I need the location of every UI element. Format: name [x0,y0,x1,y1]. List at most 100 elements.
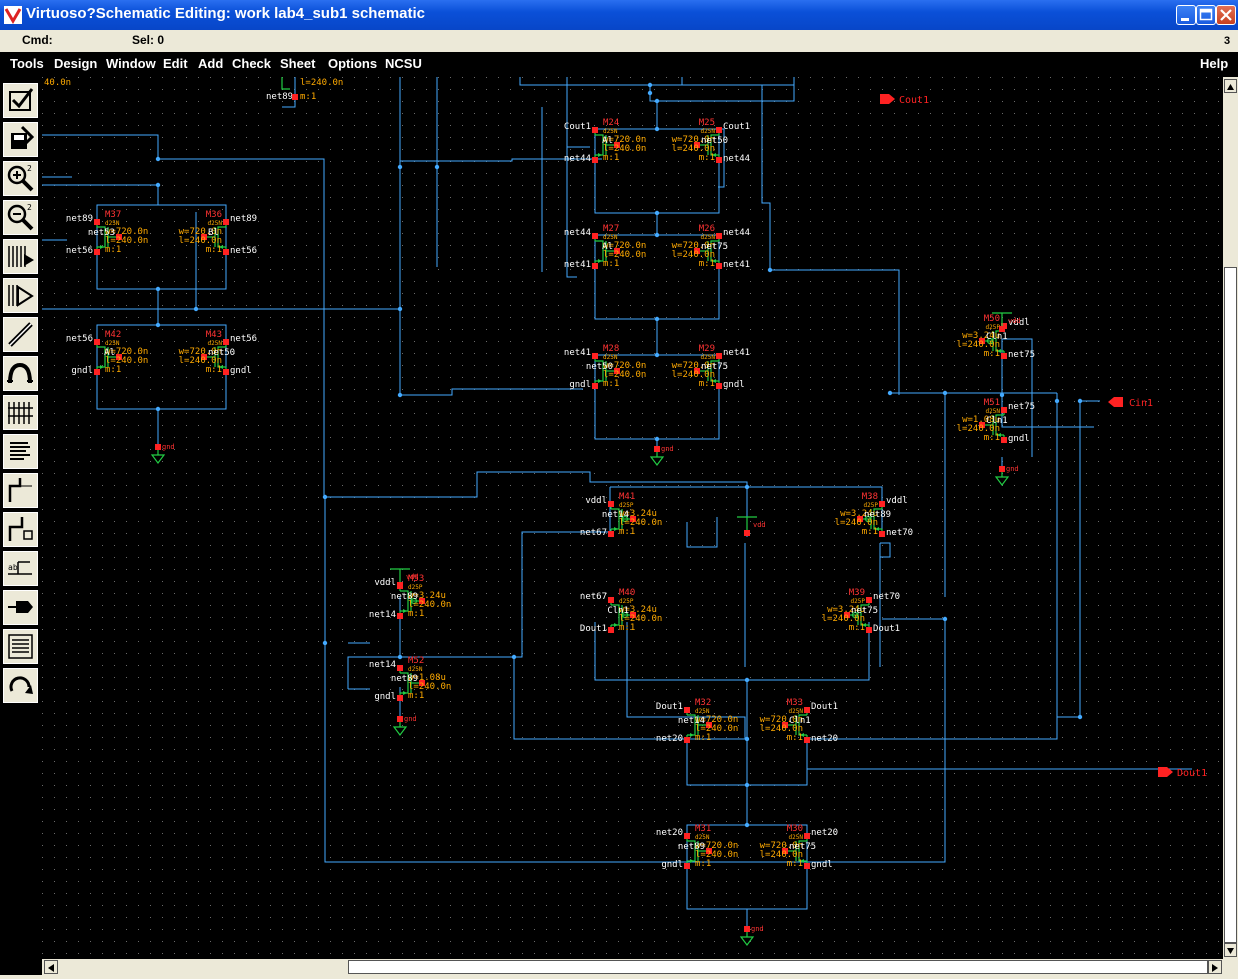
pin-marker [879,531,885,537]
scroll-up-button[interactable] [1224,79,1237,93]
transistor-m26[interactable]: M26d25Nw=720.0nl=240.0nm:1net44net75net4… [672,224,750,270]
minimize-button[interactable] [1176,5,1196,25]
transistor-m25[interactable]: M25d25Nw=720.0nl=240.0nm:1Cout1net50net4… [672,118,750,164]
net-label: net75 [1008,350,1035,360]
wire-junction [1054,398,1060,404]
io-pin-cout1[interactable]: Cout1 [880,94,929,106]
scroll-left-button[interactable] [44,960,58,974]
device-name: M41 [619,492,635,502]
scroll-down-button[interactable] [1224,943,1237,957]
redo-button[interactable] [3,668,38,703]
device-multiplier: m:1 [619,623,635,633]
pin-marker [292,94,298,100]
save-icon [11,125,35,149]
close-button[interactable] [1216,5,1236,25]
menu-help[interactable]: Help [1200,56,1229,71]
menu-ncsu[interactable]: NCSU [385,56,422,71]
menu-add[interactable]: Add [198,56,224,71]
menu-design[interactable]: Design [54,56,98,71]
device-multiplier: m:1 [984,433,1000,443]
net-label: net89 [678,842,705,852]
wire-route-button[interactable] [3,473,38,508]
net-label: net50 [701,136,728,146]
zoom-out-button[interactable]: 2 [3,200,38,235]
instance-button[interactable] [3,395,38,430]
net-label: net20 [811,828,838,838]
wire-wide-button[interactable] [3,356,38,391]
net-label: net41 [723,348,750,358]
menu-sheet[interactable]: Sheet [280,56,316,71]
wire-junction [887,390,893,396]
menu-edit[interactable]: Edit [163,56,188,71]
scroll-right-button[interactable] [1208,960,1222,974]
copy-button[interactable] [3,278,38,313]
menu-window[interactable]: Window [106,56,156,71]
stretch-button[interactable] [3,239,38,274]
property-button[interactable] [3,590,38,625]
device-length: l=240.0n [105,356,148,366]
device-model: d25N [789,708,804,715]
device-width: w=3.24u [619,509,657,519]
device-model: d25N [208,340,223,347]
supply-label: vdd [753,521,766,529]
vertical-scroll-thumb[interactable] [1224,267,1237,943]
device-width: w=720.0n [179,227,222,237]
net-name-button[interactable]: ab [3,551,38,586]
gnd-symbol: gnd [649,445,674,466]
menu-options[interactable]: Options [328,56,378,71]
pin-marker [804,707,810,713]
net-label: net75 [851,606,878,616]
gnd-symbol: gnd [150,443,175,464]
device-name: M40 [619,588,635,598]
net-label: net67 [580,592,607,602]
horizontal-scroll-thumb[interactable] [348,960,1208,974]
pin-marker [684,737,690,743]
vertical-scrollbar[interactable] [1223,77,1238,959]
wire-junction [654,352,660,358]
maximize-button[interactable] [1196,5,1216,25]
pin-marker [116,234,122,240]
pin-button[interactable] [3,434,38,469]
transistor-m37[interactable]: M37d25Nw=720.0nl=240.0nm:1net89net53net5… [66,210,148,256]
supply-label: gnd [661,445,674,453]
label-button[interactable] [3,512,38,547]
save-button[interactable] [3,122,38,157]
check-save-button[interactable] [3,83,38,118]
io-pin-cin1[interactable]: Cin1 [1108,397,1153,409]
device-width: w=720.0n [760,841,803,851]
device-width: w=720.0n [105,227,148,237]
undo-button[interactable] [3,629,38,664]
pin-marker [716,263,722,269]
pin-marker [844,612,850,618]
horizontal-scrollbar[interactable] [42,959,1223,975]
io-pin-dout1[interactable]: Dout1 [1158,767,1207,779]
stretch-icon [8,246,34,267]
wire-junction [767,267,773,273]
schematic-drawing[interactable]: M37d25Nw=720.0nl=240.0nm:1net89net53net5… [42,77,1223,959]
wire-junction [654,316,660,322]
transistor-m32[interactable]: M32d25Nw=720.0nl=240.0nm:1Dout1net14net2… [656,698,738,744]
menu-check[interactable]: Check [232,56,272,71]
device-multiplier: m:1 [603,379,619,389]
menu-tools[interactable]: Tools [10,56,44,71]
wire-button[interactable] [3,317,38,352]
zoom-in-button[interactable]: 2 [3,161,38,196]
